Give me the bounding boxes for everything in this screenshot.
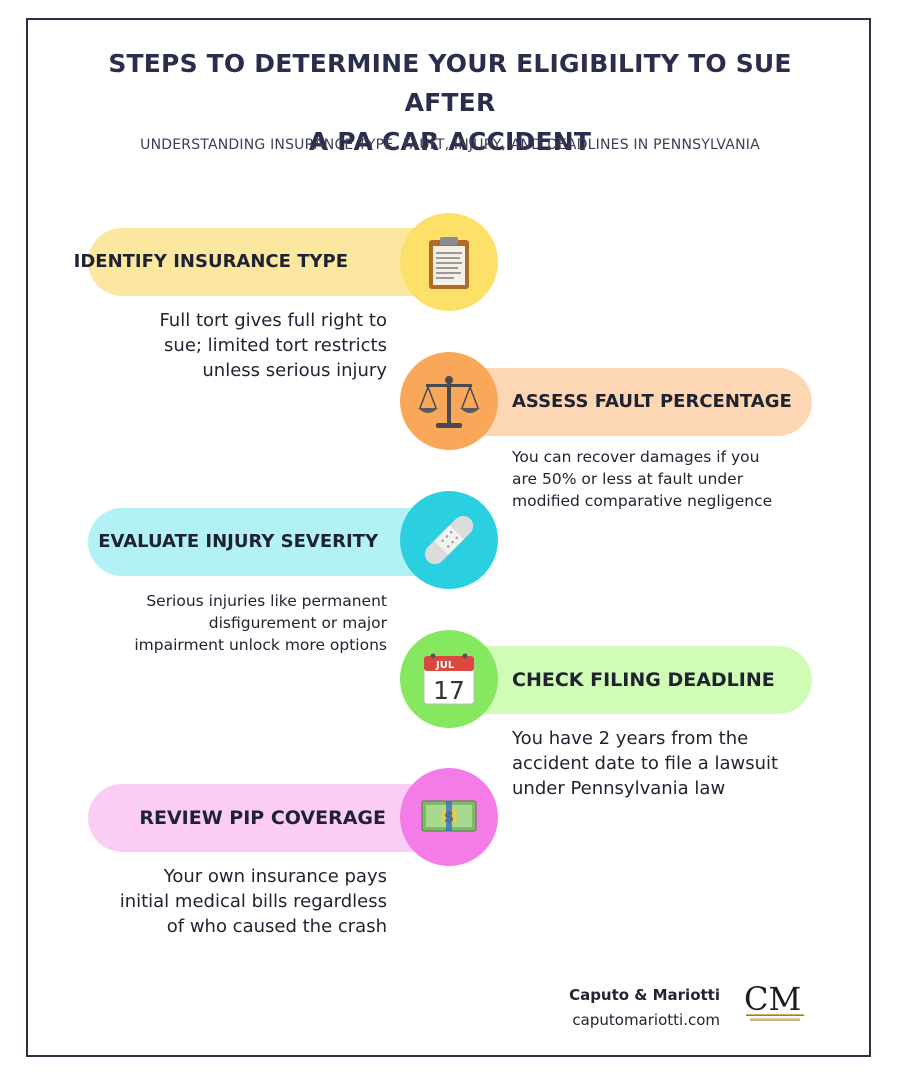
description-line: Serious injuries like permanent — [146, 592, 387, 610]
clipboard-icon — [400, 213, 498, 311]
step-pill: REVIEW PIP COVERAGE — [88, 784, 458, 852]
step-description: You can recover damages if you are 50% o… — [512, 446, 772, 512]
title-line-1: STEPS TO DETERMINE YOUR ELIGIBILITY TO S… — [108, 49, 792, 117]
description-line: disfigurement or major — [208, 614, 387, 632]
description-line: You can recover damages if you — [512, 448, 760, 466]
step-label: CHECK FILING DEADLINE — [512, 669, 775, 691]
description-line: impairment unlock more options — [134, 636, 387, 654]
step-description: Full tort gives full right to sue; limit… — [159, 308, 387, 383]
step-label: EVALUATE INJURY SEVERITY — [98, 531, 378, 552]
description-line: Full tort gives full right to — [159, 310, 387, 331]
description-line: accident date to file a lawsuit — [512, 753, 779, 774]
description-line: modified comparative negligence — [512, 492, 773, 510]
description-line: of who caused the crash — [166, 916, 387, 937]
step-description: Your own insurance pays initial medical … — [120, 864, 387, 939]
description-line: unless serious injury — [202, 360, 387, 381]
description-line: You have 2 years from the — [512, 728, 749, 749]
description-line: Your own insurance pays — [163, 866, 387, 887]
title-line-2: A PA CAR ACCIDENT — [308, 127, 592, 156]
firm-url[interactable]: caputomariotti.com — [572, 1011, 720, 1029]
description-line: are 50% or less at fault under — [512, 470, 744, 488]
money-icon: $ — [400, 768, 498, 866]
step-description: Serious injuries like permanent disfigur… — [134, 590, 387, 656]
step-pill: ASSESS FAULT PERCENTAGE — [440, 368, 812, 436]
description-line: sue; limited tort restricts — [164, 335, 387, 356]
step-description: You have 2 years from the accident date … — [512, 726, 778, 801]
step-label: REVIEW PIP COVERAGE — [139, 807, 386, 829]
firm-logo: CM — [742, 978, 808, 1022]
bandage-icon — [400, 491, 498, 589]
page-title: STEPS TO DETERMINE YOUR ELIGIBILITY TO S… — [60, 44, 840, 161]
step-pill: CHECK FILING DEADLINE — [440, 646, 812, 714]
step-label: ASSESS FAULT PERCENTAGE — [512, 391, 792, 412]
page-subtitle: UNDERSTANDING INSURANCE TYPE, FAULT, INJ… — [140, 137, 760, 153]
calendar-day: 17 — [433, 676, 465, 705]
infographic-frame — [26, 18, 871, 1057]
calendar-month: JUL — [435, 660, 455, 671]
step-label: IDENTIFY INSURANCE TYPE — [73, 251, 348, 272]
step-pill: EVALUATE INJURY SEVERITY — [88, 508, 458, 576]
calendar-icon: JUL 17 — [400, 630, 498, 728]
description-line: under Pennsylvania law — [512, 778, 726, 799]
firm-name: Caputo & Mariotti — [569, 986, 720, 1004]
description-line: initial medical bills regardless — [119, 891, 387, 912]
logo-text: CM — [744, 980, 801, 1018]
step-pill: IDENTIFY INSURANCE TYPE — [74, 228, 458, 296]
balance-scale-icon — [400, 352, 498, 450]
